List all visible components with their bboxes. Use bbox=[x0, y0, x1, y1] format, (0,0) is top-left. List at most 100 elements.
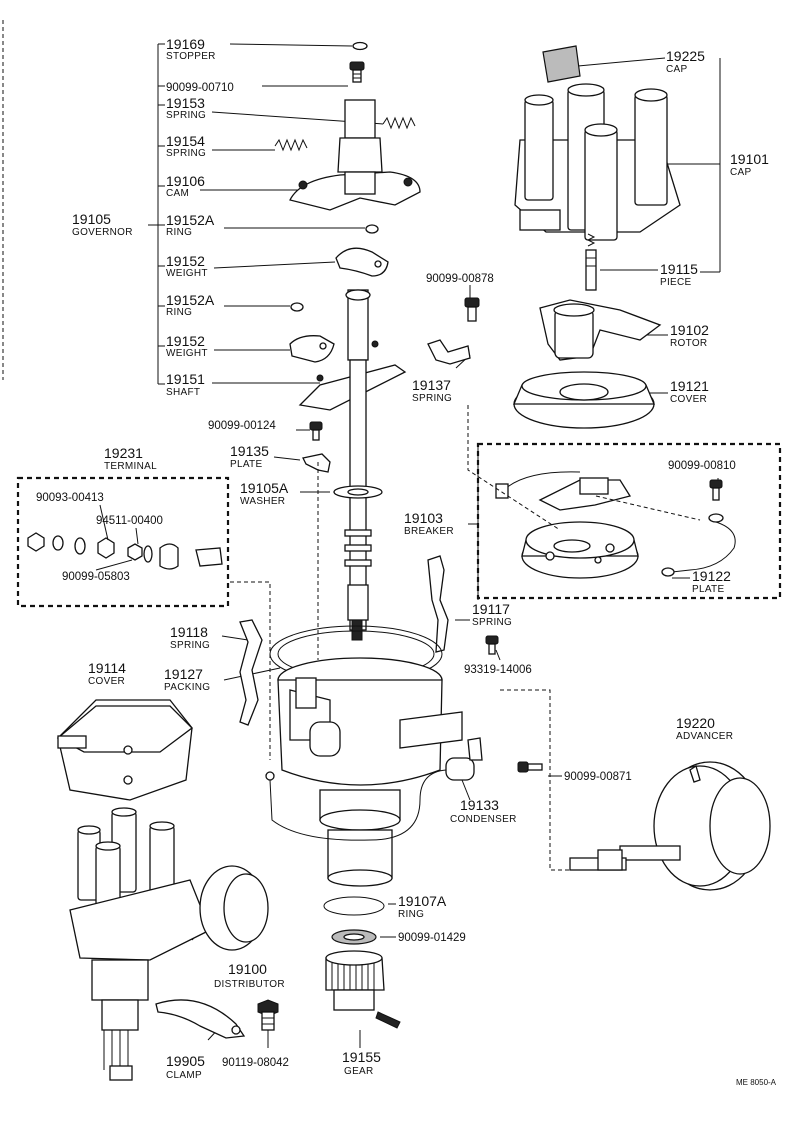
breaker-19103-box bbox=[476, 442, 782, 600]
leader-lines-left bbox=[191, 43, 384, 1048]
screw-90099-00710 bbox=[349, 61, 365, 83]
label-19152-2-name: WEIGHT bbox=[166, 348, 208, 359]
housing-19100 bbox=[277, 657, 463, 887]
label-19220-name: ADVANCER bbox=[676, 731, 733, 742]
label-19101-number: 19101 bbox=[730, 151, 769, 167]
governor-bracket bbox=[148, 43, 165, 385]
spring-19117 bbox=[427, 555, 449, 653]
label-19102-name: ROTOR bbox=[670, 338, 707, 349]
label-19127-name: PACKING bbox=[164, 682, 210, 693]
label-19106-name: CAM bbox=[166, 188, 189, 199]
label-19133-name: CONDENSER bbox=[450, 814, 517, 825]
screw-90099-00124 bbox=[309, 421, 323, 441]
label-19135-name: PLATE bbox=[230, 459, 262, 470]
spring-19154 bbox=[274, 138, 308, 152]
advancer-19220 bbox=[569, 761, 771, 891]
label-19153-name: SPRING bbox=[166, 110, 206, 121]
label-19105-number: 19105 bbox=[72, 211, 111, 227]
label-19114-name: COVER bbox=[88, 676, 125, 687]
label-19151-number: 19151 bbox=[166, 371, 205, 387]
label-19153-number: 19153 bbox=[166, 95, 205, 111]
label-19100-number: 19100 bbox=[228, 961, 267, 977]
assembly-dashed-lines bbox=[230, 405, 701, 871]
label-90099-00878: 90099-00878 bbox=[426, 273, 494, 285]
label-19103-number: 19103 bbox=[404, 510, 443, 526]
label-19135-number: 19135 bbox=[230, 443, 269, 459]
label-19152a-1-number: 19152A bbox=[166, 212, 215, 228]
screw-90099-00871 bbox=[517, 761, 543, 773]
label-19105a-name: WASHER bbox=[240, 496, 285, 507]
cam-19106 bbox=[289, 99, 421, 211]
label-19231-name: TERMINAL bbox=[104, 461, 157, 472]
clamp-19905 bbox=[155, 999, 246, 1039]
label-19121-name: COVER bbox=[670, 394, 707, 405]
label-94511-00400: 94511-00400 bbox=[96, 515, 163, 527]
label-19152a-2-name: RING bbox=[166, 307, 192, 318]
label-19107a-number: 19107A bbox=[398, 893, 447, 909]
label-90099-00810: 90099-00810 bbox=[668, 460, 736, 472]
label-19127-number: 19127 bbox=[164, 666, 203, 682]
label-19155-name: GEAR bbox=[344, 1066, 374, 1077]
plate-19135 bbox=[302, 453, 331, 473]
spring-19118 bbox=[239, 619, 263, 726]
label-19118-number: 19118 bbox=[170, 624, 208, 640]
drawing-code: ME 8050-A bbox=[736, 1078, 777, 1087]
label-19152a-1-name: RING bbox=[166, 227, 192, 238]
label-19905-name: CLAMP bbox=[166, 1070, 202, 1081]
label-19155-number: 19155 bbox=[342, 1049, 381, 1065]
label-19133-number: 19133 bbox=[460, 797, 499, 813]
ring-19152a bbox=[290, 224, 379, 312]
weight-19152 bbox=[289, 247, 389, 363]
spring-19137 bbox=[427, 339, 471, 365]
screw-90099-00810 bbox=[709, 479, 723, 501]
label-19101-name: CAP bbox=[730, 167, 751, 178]
label-19115-name: PIECE bbox=[660, 277, 692, 288]
label-19117-number: 19117 bbox=[472, 601, 510, 617]
spring-19153 bbox=[382, 116, 416, 130]
gear-19155 bbox=[325, 950, 401, 1029]
cap-19101 bbox=[514, 83, 681, 241]
label-19115-number: 19115 bbox=[660, 261, 698, 277]
label-19169-name: STOPPER bbox=[166, 51, 216, 62]
label-19225-number: 19225 bbox=[666, 48, 705, 64]
label-90099-01429: 90099-01429 bbox=[398, 932, 466, 944]
label-90093-00413: 90093-00413 bbox=[36, 492, 104, 504]
cover-19121 bbox=[513, 371, 655, 429]
label-19137-number: 19137 bbox=[412, 377, 451, 393]
label-19152a-2-number: 19152A bbox=[166, 292, 215, 308]
label-19114-number: 19114 bbox=[88, 660, 126, 676]
shaft-19151 bbox=[298, 289, 407, 641]
label-19118-name: SPRING bbox=[170, 640, 210, 651]
plate-19122 bbox=[661, 513, 736, 577]
label-19122-number: 19122 bbox=[692, 568, 731, 584]
label-19121-number: 19121 bbox=[670, 378, 709, 394]
label-90099-00124: 90099-00124 bbox=[208, 420, 276, 432]
rotor-19102 bbox=[539, 299, 662, 361]
label-19231-number: 19231 bbox=[104, 445, 143, 461]
label-19103-name: BREAKER bbox=[404, 526, 454, 537]
bolt-90099-00878 bbox=[464, 297, 480, 322]
label-90119-08042: 90119-08042 bbox=[222, 1057, 289, 1069]
bolt-90119-08042 bbox=[257, 999, 279, 1031]
label-19105-name: GOVERNOR bbox=[72, 227, 133, 238]
part-labels: 19169 STOPPER 90099-00710 19153 SPRING 1… bbox=[36, 36, 777, 1087]
label-19105a-number: 19105A bbox=[240, 480, 289, 496]
screw-93319-14006 bbox=[485, 635, 499, 655]
label-19151-name: SHAFT bbox=[166, 387, 200, 398]
label-19152-1-name: WEIGHT bbox=[166, 268, 208, 279]
label-90099-05803: 90099-05803 bbox=[62, 571, 130, 583]
label-19154-number: 19154 bbox=[166, 133, 205, 149]
washer-19105a bbox=[333, 485, 383, 499]
breaker-19103 bbox=[495, 471, 639, 579]
condenser-19133 bbox=[265, 737, 483, 841]
label-19122-name: PLATE bbox=[692, 584, 724, 595]
label-19102-number: 19102 bbox=[670, 322, 709, 338]
label-19100-name: DISTRIBUTOR bbox=[214, 979, 285, 990]
label-19137-name: SPRING bbox=[412, 393, 452, 404]
stopper-19169 bbox=[352, 41, 368, 51]
label-19152-2-number: 19152 bbox=[166, 333, 205, 349]
label-19152-1-number: 19152 bbox=[166, 253, 205, 269]
label-19106-number: 19106 bbox=[166, 173, 205, 189]
cover-19114 bbox=[56, 699, 193, 801]
